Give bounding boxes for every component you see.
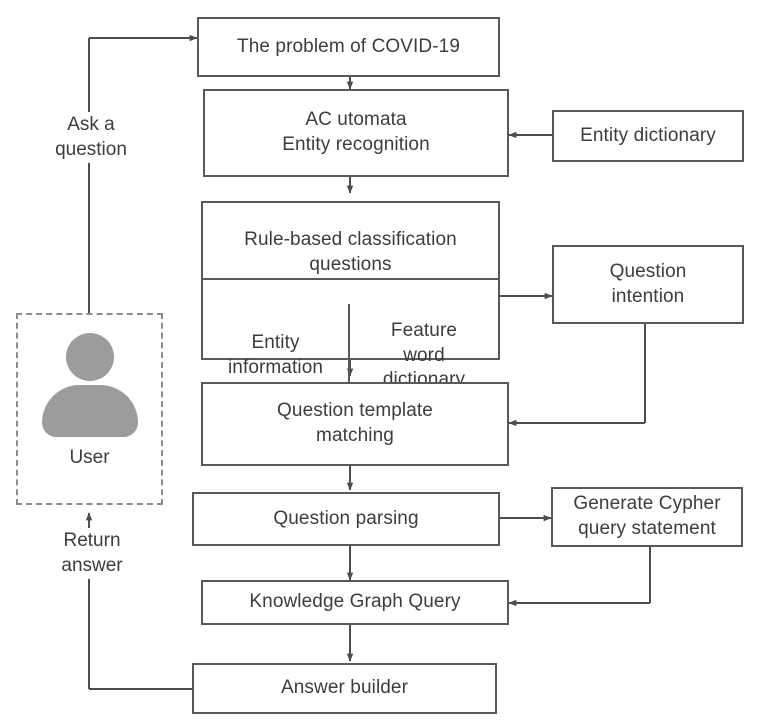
- node-entity-information[interactable]: Entity information: [203, 304, 350, 408]
- node-question-parsing[interactable]: Question parsing: [192, 492, 500, 546]
- node-answer-builder[interactable]: Answer builder: [192, 663, 497, 714]
- user-avatar-icon: [38, 333, 142, 437]
- edge-label-return-answer: Return answer: [28, 528, 156, 580]
- node-problem-of-covid19[interactable]: The problem of COVID-19: [197, 17, 500, 77]
- node-rule-based-classification[interactable]: Rule-based classification questions Enti…: [201, 201, 500, 408]
- node-entity-dictionary[interactable]: Entity dictionary: [552, 110, 744, 162]
- rule-based-header-label: Rule-based classification questions: [203, 228, 498, 280]
- edge-label-ask-a-question: Ask a question: [26, 112, 156, 164]
- user-label: User: [69, 447, 110, 468]
- node-question-template-matching[interactable]: Question template matching: [201, 382, 509, 466]
- node-generate-cypher-query-statement[interactable]: Generate Cypher query statement: [551, 487, 743, 547]
- rule-based-subcells: Entity information Feature word dictiona…: [203, 304, 498, 408]
- node-question-intention[interactable]: Question intention: [552, 245, 744, 324]
- node-user[interactable]: User: [16, 313, 163, 505]
- node-ac-automata-entity-recognition[interactable]: AC utomata Entity recognition: [203, 89, 509, 177]
- node-knowledge-graph-query[interactable]: Knowledge Graph Query: [201, 580, 509, 625]
